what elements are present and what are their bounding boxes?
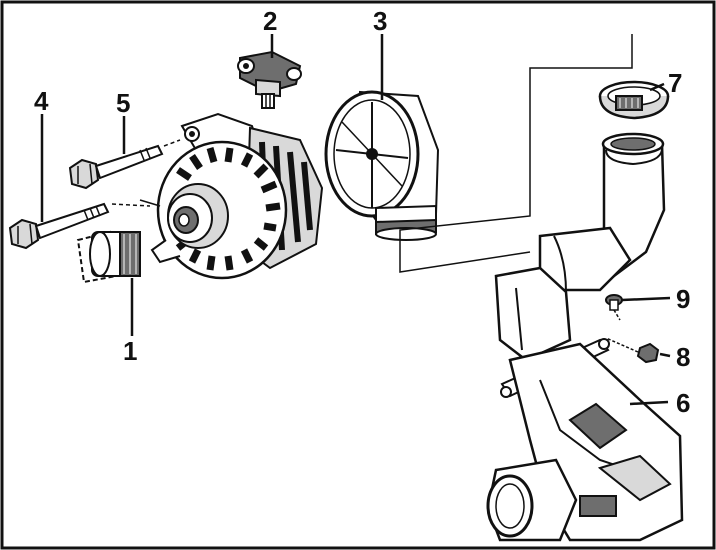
callout-8: 8 <box>676 342 690 372</box>
leader-lines <box>40 34 671 406</box>
hose-clamp <box>598 80 670 120</box>
bush-sleeve <box>76 230 141 284</box>
voltage-regulator <box>237 50 302 109</box>
callout-1: 1 <box>123 336 137 366</box>
bolt-short <box>68 139 181 190</box>
callout-3: 3 <box>373 6 387 36</box>
bolt-small <box>605 337 660 364</box>
bolt-long <box>8 202 151 250</box>
callout-7: 7 <box>668 68 682 98</box>
alternator <box>150 112 324 280</box>
intake-duct <box>486 132 684 542</box>
callout-6: 6 <box>676 388 690 418</box>
callout-9: 9 <box>676 284 690 314</box>
callout-4: 4 <box>34 86 49 116</box>
assembly-lines <box>139 34 633 273</box>
callout-2: 2 <box>263 6 277 36</box>
callout-5: 5 <box>116 88 130 118</box>
air-scoop <box>324 90 440 241</box>
